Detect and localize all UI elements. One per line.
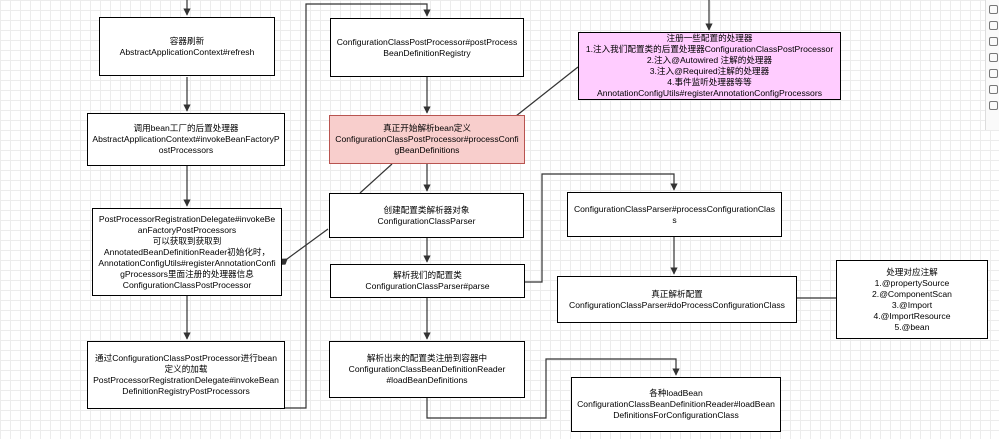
refresh-label: 容器刷新 AbstractApplicationContext#refresh bbox=[119, 35, 255, 57]
create-parser-node[interactable]: 创建配置类解析器对象 ConfigurationClassParser bbox=[329, 193, 524, 238]
link-icon[interactable] bbox=[989, 85, 998, 94]
register-processors-label: 注册一些配置的处理器 1.注入我们配置类的后置处理器ConfigurationC… bbox=[585, 33, 834, 98]
zoom-icon[interactable] bbox=[989, 69, 998, 78]
page-icon[interactable] bbox=[989, 53, 998, 62]
process-config-bd-label: 真正开始解析bean定义 ConfigurationClassPostProce… bbox=[335, 123, 519, 155]
edge-parse-to-processcc bbox=[525, 173, 678, 283]
process-cc-label: ConfigurationClassParser#processConfigur… bbox=[573, 203, 776, 225]
editor-toolbar bbox=[985, 0, 999, 130]
invoke-bean-factory-node[interactable]: 调用bean工厂的后置处理器 AbstractApplicationContex… bbox=[87, 113, 285, 166]
delegate-label: PostProcessorRegistrationDelegate#invoke… bbox=[98, 213, 276, 290]
do-process-cc-label: 真正解析配置 ConfigurationClassParser#doProces… bbox=[569, 288, 785, 310]
edge-parser-to-delegate bbox=[279, 228, 329, 265]
edge-processconfig-to-parser-diag bbox=[359, 163, 393, 194]
create-parser-label: 创建配置类解析器对象 ConfigurationClassParser bbox=[377, 204, 476, 226]
register-processors-node[interactable]: 注册一些配置的处理器 1.注入我们配置类的后置处理器ConfigurationC… bbox=[578, 32, 841, 100]
load-bd-for-cc-node[interactable]: 各种loadBean ConfigurationClassBeanDefinit… bbox=[571, 377, 781, 432]
edge-loadbd-to-postprocess bbox=[285, 3, 431, 409]
process-cc-node[interactable]: ConfigurationClassParser#processConfigur… bbox=[567, 192, 782, 237]
annotations-label: 处理对应注解 1.@propertySource 2.@ComponentSca… bbox=[872, 266, 952, 332]
load-bean-definition-node[interactable]: 通过ConfigurationClassPostProcessor进行bean定… bbox=[87, 341, 285, 409]
load-bd-for-cc-label: 各种loadBean ConfigurationClassBeanDefinit… bbox=[577, 388, 775, 420]
do-process-cc-node[interactable]: 真正解析配置 ConfigurationClassParser#doProces… bbox=[557, 276, 797, 323]
post-process-bdr-label: ConfigurationClassPostProcessor#postProc… bbox=[336, 36, 518, 58]
load-bd-reader-node[interactable]: 解析出来的配置类注册到容器中 ConfigurationClassBeanDef… bbox=[329, 341, 525, 398]
post-process-bdr-node[interactable]: ConfigurationClassPostProcessor#postProc… bbox=[330, 18, 524, 77]
delegate-node[interactable]: PostProcessorRegistrationDelegate#invoke… bbox=[92, 208, 282, 296]
load-bd-reader-label: 解析出来的配置类注册到容器中 ConfigurationClassBeanDef… bbox=[348, 353, 506, 385]
refresh-node[interactable]: 容器刷新 AbstractApplicationContext#refresh bbox=[99, 17, 275, 76]
comment-icon[interactable] bbox=[989, 101, 998, 110]
edge-register-to-processconfig bbox=[515, 66, 579, 117]
copy-icon[interactable] bbox=[989, 37, 998, 46]
parse-node[interactable]: 解析我们的配置类 ConfigurationClassParser#parse bbox=[330, 264, 525, 298]
move-icon[interactable] bbox=[989, 5, 998, 14]
process-config-bd-node[interactable]: 真正开始解析bean定义 ConfigurationClassPostProce… bbox=[329, 115, 525, 164]
undo-icon[interactable] bbox=[989, 21, 998, 30]
parse-label: 解析我们的配置类 ConfigurationClassParser#parse bbox=[365, 270, 490, 291]
annotations-node[interactable]: 处理对应注解 1.@propertySource 2.@ComponentSca… bbox=[836, 260, 988, 339]
edge-loadbdreader-to-loadbean bbox=[426, 358, 680, 419]
invoke-bean-factory-label: 调用bean工厂的后置处理器 AbstractApplicationContex… bbox=[92, 123, 280, 155]
load-bean-definition-label: 通过ConfigurationClassPostProcessor进行bean定… bbox=[93, 353, 279, 396]
